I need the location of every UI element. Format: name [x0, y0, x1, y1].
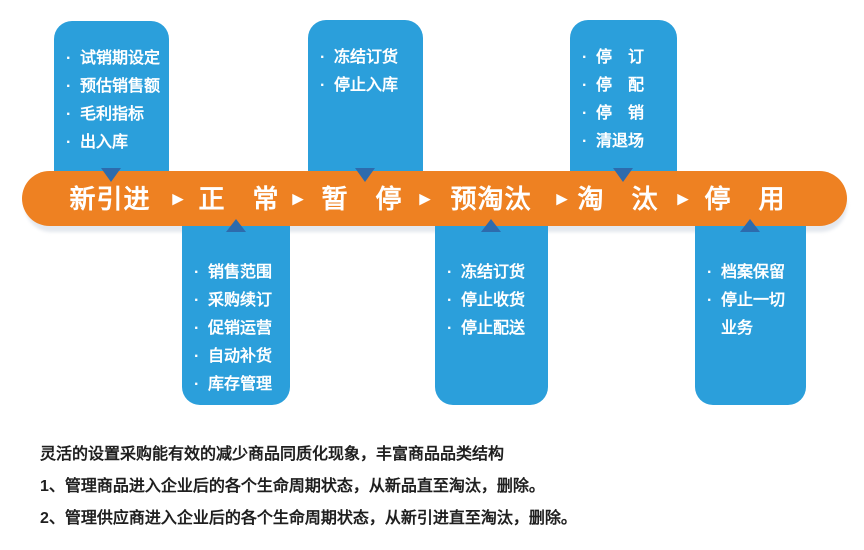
bullet-icon: · — [66, 78, 72, 95]
list-item: · 停 订 — [582, 44, 671, 72]
callout-box-new-introduction: · 试销期设定 · 预估销售额 · 毛利指标 · 出入库 — [54, 21, 169, 176]
list-item-label: 档案保留 — [721, 264, 786, 281]
list-item-label: 清退场 — [596, 133, 645, 150]
bullet-icon: · — [194, 292, 200, 309]
arrow-right-icon: ▶ — [556, 190, 568, 207]
list-item-label: 停止收货 — [461, 292, 526, 309]
bullet-icon: · — [194, 376, 200, 393]
connector-down-icon — [613, 168, 633, 182]
list-item: · 库存管理 — [194, 371, 284, 399]
list-item-label: 试销期设定 — [80, 50, 161, 67]
list-item: · 预估销售额 — [66, 73, 163, 101]
list-item-label: 停止配送 — [461, 320, 526, 337]
bullet-icon: · — [582, 77, 588, 94]
connector-up-icon — [481, 219, 501, 232]
list-item-label: 出入库 — [80, 134, 129, 151]
list-item-label: 冻结订货 — [334, 49, 399, 66]
stage-label-discontinued: 停 用 — [704, 183, 786, 214]
stage-label-pause: 暂 停 — [321, 183, 403, 214]
footer-description: 灵活的设置采购能有效的减少商品同质化现象，丰富商品品类结构 1、管理商品进入企业… — [40, 439, 577, 535]
arrow-right-icon: ▶ — [419, 190, 431, 207]
lifecycle-timeline-banner: 新引进 ▶ 正 常 ▶ 暂 停 ▶ 预淘汰 ▶ 淘 汰 ▶ 停 用 — [22, 171, 847, 226]
list-item-label: 毛利指标 — [80, 106, 145, 123]
arrow-right-icon: ▶ — [172, 190, 184, 207]
list-item: · 清退场 — [582, 128, 671, 156]
list-item: · 冻结订货 — [447, 259, 542, 287]
list-item: · 停 配 — [582, 72, 671, 100]
callout-list: · 冻结订货 · 停止收货 · 停止配送 — [435, 226, 548, 343]
callout-box-discontinued: · 档案保留 · 停止一切业务 — [695, 226, 806, 405]
list-item: · 停止一切业务 — [707, 287, 800, 343]
bullet-icon: · — [194, 348, 200, 365]
connector-down-icon — [355, 168, 375, 182]
footer-line: 灵活的设置采购能有效的减少商品同质化现象，丰富商品品类结构 — [40, 446, 505, 463]
list-item: · 毛利指标 — [66, 101, 163, 129]
list-item: · 销售范围 — [194, 259, 284, 287]
list-item: · 停 销 — [582, 100, 671, 128]
callout-list: · 档案保留 · 停止一切业务 — [695, 226, 806, 343]
stage-label-new-introduction: 新引进 — [69, 183, 151, 214]
list-item-label: 促销运营 — [208, 320, 273, 337]
bullet-icon: · — [582, 133, 588, 150]
bullet-icon: · — [582, 49, 588, 66]
list-item: · 采购续订 — [194, 287, 284, 315]
bullet-icon: · — [447, 292, 453, 309]
list-item-label: 库存管理 — [208, 376, 273, 393]
list-item: · 出入库 — [66, 129, 163, 157]
list-item: · 停止入库 — [320, 72, 417, 100]
bullet-icon: · — [66, 50, 72, 67]
list-item-label: 停 订 — [596, 49, 645, 66]
list-item-label: 销售范围 — [208, 264, 273, 281]
connector-up-icon — [226, 219, 246, 232]
list-item-label: 自动补货 — [208, 348, 273, 365]
bullet-icon: · — [447, 264, 453, 281]
list-item-label: 停止入库 — [334, 77, 399, 94]
list-item-label: 冻结订货 — [461, 264, 526, 281]
list-item: · 停止收货 — [447, 287, 542, 315]
callout-list: · 冻结订货 · 停止入库 — [308, 20, 423, 100]
callout-box-pre-elimination: · 冻结订货 · 停止收货 · 停止配送 — [435, 226, 548, 405]
stage-label-elimination: 淘 汰 — [577, 183, 659, 214]
bullet-icon: · — [320, 77, 326, 94]
stage-label-pre-elimination: 预淘汰 — [450, 183, 532, 214]
footer-line: 2、管理供应商进入企业后的各个生命周期状态，从新引进直至淘汰，删除。 — [40, 510, 577, 527]
list-item-label: 采购续订 — [208, 292, 273, 309]
footer-line: 1、管理商品进入企业后的各个生命周期状态，从新品直至淘汰，删除。 — [40, 478, 545, 495]
callout-box-normal: · 销售范围 · 采购续订 · 促销运营 · 自动补货 · 库存管理 — [182, 226, 290, 405]
callout-box-pause: · 冻结订货 · 停止入库 — [308, 20, 423, 176]
bullet-icon: · — [66, 134, 72, 151]
list-item-label: 停 销 — [596, 105, 645, 122]
bullet-icon: · — [707, 292, 713, 309]
arrow-right-icon: ▶ — [292, 190, 304, 207]
bullet-icon: · — [194, 264, 200, 281]
list-item: · 停止配送 — [447, 315, 542, 343]
callout-list: · 试销期设定 · 预估销售额 · 毛利指标 · 出入库 — [54, 21, 169, 157]
callout-list: · 销售范围 · 采购续订 · 促销运营 · 自动补货 · 库存管理 — [182, 226, 290, 399]
list-item: · 档案保留 — [707, 259, 800, 287]
list-item-label: 停止一切业务 — [721, 292, 786, 337]
bullet-icon: · — [447, 320, 453, 337]
connector-up-icon — [740, 219, 760, 232]
list-item-label: 停 配 — [596, 77, 645, 94]
arrow-right-icon: ▶ — [677, 190, 689, 207]
bullet-icon: · — [320, 49, 326, 66]
bullet-icon: · — [194, 320, 200, 337]
list-item-label: 预估销售额 — [80, 78, 161, 95]
callout-list: · 停 订 · 停 配 · 停 销 · 清退场 — [570, 20, 677, 156]
list-item: · 自动补货 — [194, 343, 284, 371]
bullet-icon: · — [707, 264, 713, 281]
list-item: · 促销运营 — [194, 315, 284, 343]
bullet-icon: · — [582, 105, 588, 122]
list-item: · 冻结订货 — [320, 44, 417, 72]
connector-down-icon — [101, 168, 121, 182]
bullet-icon: · — [66, 106, 72, 123]
callout-box-elimination: · 停 订 · 停 配 · 停 销 · 清退场 — [570, 20, 677, 176]
list-item: · 试销期设定 — [66, 45, 163, 73]
stage-label-normal: 正 常 — [198, 183, 280, 214]
